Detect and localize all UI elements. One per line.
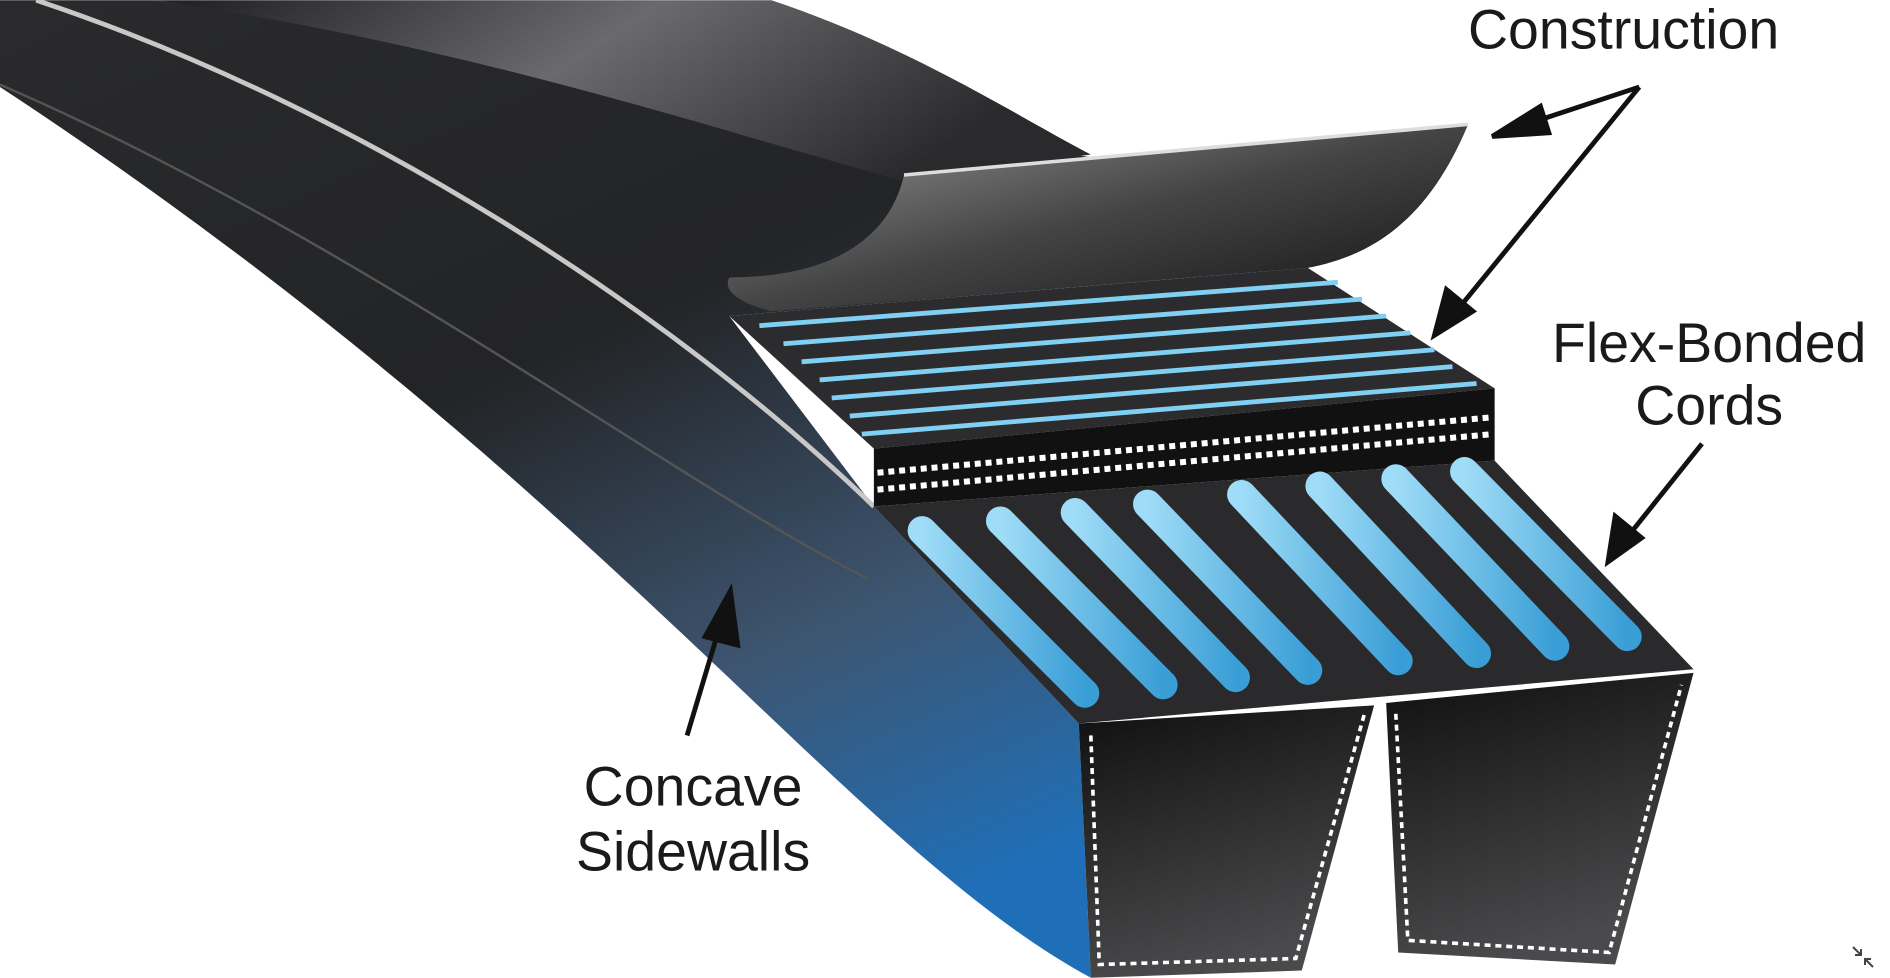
top-rib	[759, 279, 1339, 329]
collapse-arrows-icon[interactable]	[1850, 944, 1876, 970]
label-concave-1: Concave	[584, 755, 803, 817]
label-flex-bonded-2: Cords	[1635, 375, 1783, 437]
cord	[1060, 498, 1250, 693]
belt-highlight-line	[35, 0, 876, 509]
cord	[1381, 464, 1570, 661]
top-rib	[801, 313, 1387, 365]
v-rib-right-stitching	[1393, 684, 1684, 955]
label-concave-2: Sidewalls	[576, 820, 810, 882]
fabric-dashes	[877, 414, 1493, 476]
top-rib	[861, 381, 1477, 437]
arrow-construction-ribs	[1450, 85, 1642, 318]
label-construction: Construction	[1468, 0, 1779, 60]
cord	[985, 506, 1178, 700]
cord	[1133, 489, 1323, 685]
label-arrows	[684, 84, 1704, 737]
collapse-glyph	[1852, 946, 1874, 968]
v-rib-left-stitching	[1089, 713, 1367, 967]
label-flex-bonded-1: Flex-Bonded	[1552, 312, 1866, 374]
fabric-dashes	[877, 431, 1493, 493]
cord	[907, 516, 1100, 708]
top-rib	[849, 364, 1453, 419]
cover-strip-edge	[903, 122, 1469, 177]
top-rib	[819, 330, 1411, 383]
arrowhead	[1490, 102, 1553, 139]
cord	[1305, 471, 1492, 668]
belt-edge-line	[0, 83, 869, 580]
cover-strip	[727, 124, 1469, 312]
arrowhead	[1430, 285, 1478, 341]
cord	[1227, 479, 1413, 676]
belt-top-surface	[156, 0, 1091, 182]
top-rib	[831, 347, 1435, 401]
arrow-cords	[1622, 442, 1704, 542]
arrowhead	[1604, 511, 1646, 568]
cord	[1450, 457, 1642, 652]
top-ribs	[759, 279, 1477, 437]
top-rib	[783, 296, 1363, 347]
cords	[907, 457, 1642, 708]
arrowhead	[701, 583, 741, 649]
v-rib-left	[1078, 705, 1375, 978]
v-rib-right	[1386, 672, 1694, 965]
